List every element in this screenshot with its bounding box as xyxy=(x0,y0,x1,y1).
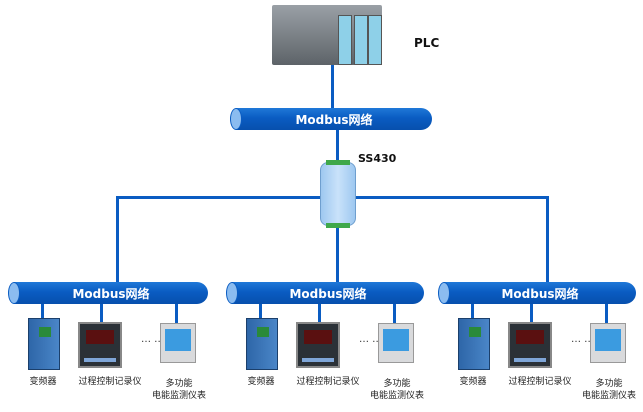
inverter-image xyxy=(458,318,490,370)
device-link xyxy=(259,304,262,318)
segment-network-label: Modbus网络 xyxy=(501,287,579,301)
device-label: 变频器 xyxy=(29,377,57,387)
power-meter-image xyxy=(590,323,626,363)
recorder-image xyxy=(78,322,122,368)
plc-link-line xyxy=(331,65,334,109)
device-label: 过程控制记录仪 xyxy=(508,377,572,387)
drop-line-3 xyxy=(546,196,549,283)
converter-uplink xyxy=(336,130,339,164)
segment-network-label: Modbus网络 xyxy=(72,287,150,301)
inverter-image xyxy=(28,318,60,370)
ss430-converter-image xyxy=(320,160,356,228)
device-link xyxy=(175,304,178,324)
ellipsis: … … xyxy=(141,334,165,345)
device-label: 过程控制记录仪 xyxy=(296,377,360,387)
recorder-image xyxy=(508,322,552,368)
device-link xyxy=(605,304,608,324)
segment-modbus-network: Modbus网络 xyxy=(438,282,636,304)
recorder-image xyxy=(296,322,340,368)
converter-label: SS430 xyxy=(358,152,397,165)
top-modbus-network: Modbus网络 xyxy=(230,108,432,130)
device-label: 多功能 电能监测仪表 xyxy=(581,379,636,401)
device-link xyxy=(318,304,321,324)
device-label: 变频器 xyxy=(459,377,487,387)
inverter-image xyxy=(246,318,278,370)
top-network-label: Modbus网络 xyxy=(295,113,373,127)
device-link xyxy=(530,304,533,324)
power-meter-image xyxy=(160,323,196,363)
drop-line-2 xyxy=(336,222,339,283)
plc-label: PLC xyxy=(414,36,440,50)
device-link xyxy=(393,304,396,324)
segment-modbus-network: Modbus网络 xyxy=(226,282,424,304)
ellipsis: … … xyxy=(571,334,595,345)
power-meter-image xyxy=(378,323,414,363)
device-link xyxy=(471,304,474,318)
device-label: 多功能 电能监测仪表 xyxy=(369,379,424,401)
device-label: 变频器 xyxy=(247,377,275,387)
device-link xyxy=(100,304,103,324)
ellipsis: … … xyxy=(359,334,383,345)
segment-network-label: Modbus网络 xyxy=(289,287,367,301)
device-label: 过程控制记录仪 xyxy=(78,377,142,387)
plc-device-image xyxy=(272,5,382,65)
drop-line-1 xyxy=(116,196,119,283)
device-label: 多功能 电能监测仪表 xyxy=(151,379,206,401)
segment-modbus-network: Modbus网络 xyxy=(8,282,208,304)
device-link xyxy=(41,304,44,318)
